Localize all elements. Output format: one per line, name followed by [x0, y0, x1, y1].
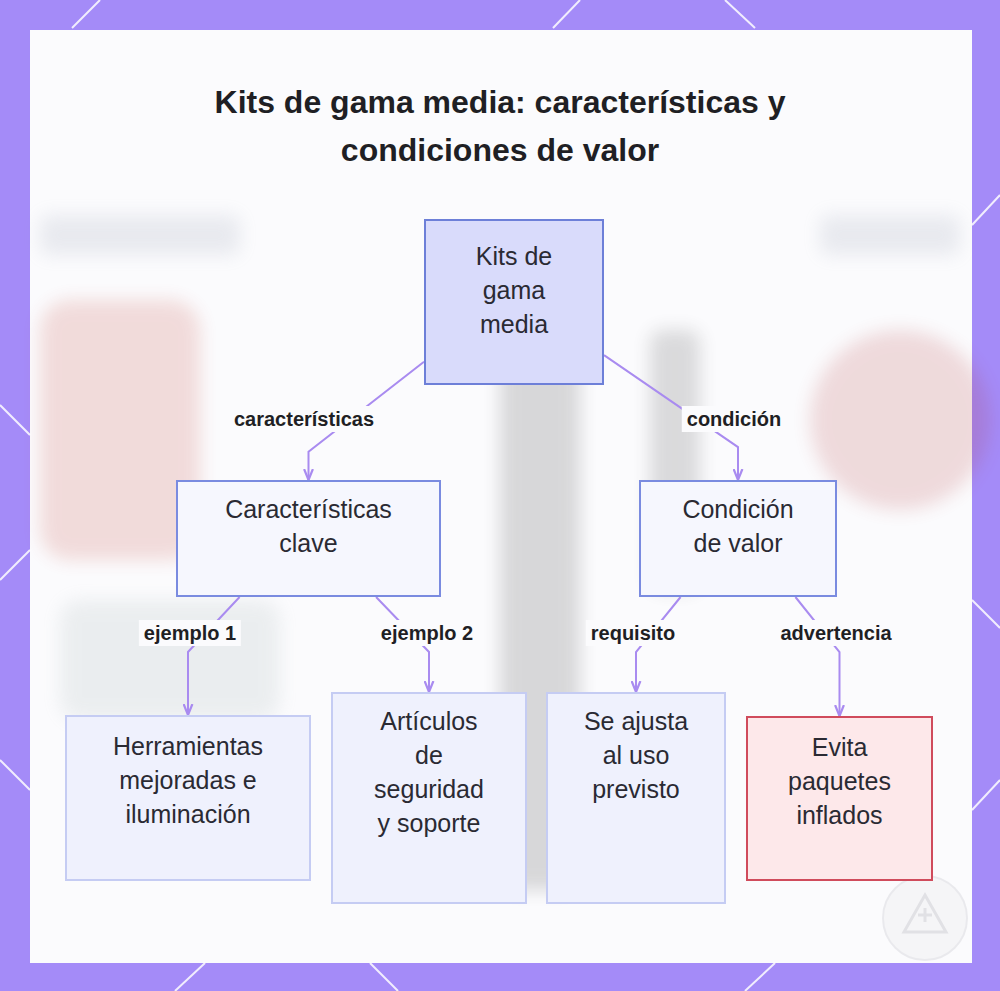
edge-label: características — [229, 406, 379, 432]
warning-box: Evita paquetes inflados — [746, 716, 933, 881]
example-box: Herramientas mejoradas e iluminación — [65, 715, 311, 881]
requirement-box: Se ajusta al uso previsto — [546, 692, 726, 904]
node-text: Características clave — [200, 492, 417, 560]
connector-arrow — [188, 597, 240, 715]
diagram-title: Kits de gama media: características y co… — [170, 78, 830, 174]
node-text: Kits de gama media — [464, 239, 564, 341]
node-text: Se ajusta al uso previsto — [574, 704, 698, 806]
node-text: Evita paquetes inflados — [773, 730, 906, 832]
category-box: Características clave — [176, 480, 441, 597]
edge-label: requisito — [586, 620, 680, 646]
edge-label: ejemplo 2 — [376, 620, 478, 646]
root-box: Kits de gama media — [424, 219, 604, 385]
edge-label: advertencia — [775, 620, 896, 646]
node-text: Artículos de seguridad y soporte — [367, 704, 491, 840]
watermark-icon — [883, 876, 967, 960]
inner-panel — [30, 30, 972, 963]
node-text: Herramientas mejoradas e iluminación — [87, 729, 289, 831]
category-box: Condición de valor — [639, 480, 837, 597]
node-text: Condición de valor — [669, 492, 807, 560]
edge-label: ejemplo 1 — [139, 620, 241, 646]
example-box: Artículos de seguridad y soporte — [331, 692, 527, 904]
connector-arrow — [795, 597, 839, 716]
edge-label: condición — [682, 406, 786, 432]
